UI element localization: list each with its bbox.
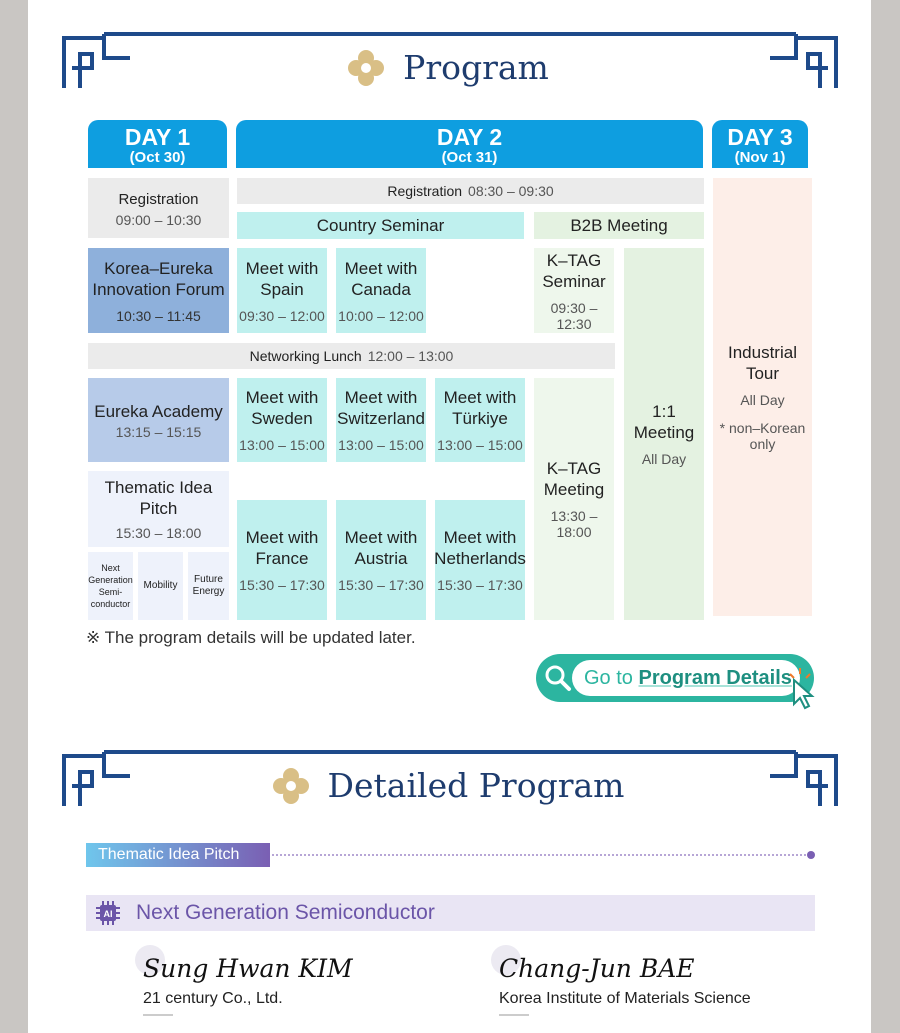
registration-day1: Registration 09:00 – 10:30	[88, 178, 229, 238]
b2b-meeting-header: B2B Meeting	[534, 212, 704, 239]
flower-icon	[272, 767, 309, 804]
decorative-frame-top	[0, 28, 900, 98]
session-spain: Meet with Spain 09:30 – 12:00	[237, 248, 327, 333]
thematic-idea-pitch: Thematic Idea Pitch 15:30 – 18:00	[88, 471, 229, 547]
program-details-button[interactable]: Go to Program Details	[536, 654, 815, 710]
speaker-avatar	[135, 945, 165, 975]
registration-day2: Registration 08:30 – 09:30	[237, 178, 704, 204]
chip-icon: AI	[96, 901, 120, 925]
tag-divider	[272, 854, 810, 856]
session-sweden: Meet with Sweden 13:00 – 15:00	[237, 378, 327, 462]
track-future-energy: Future Energy	[188, 552, 229, 620]
tag-divider-dot	[807, 851, 815, 859]
eureka-academy: Eureka Academy 13:15 – 15:15	[88, 378, 229, 462]
session-turkiye: Meet with Türkiye 13:00 – 15:00	[435, 378, 525, 462]
section-title: Next Generation Semiconductor	[136, 901, 435, 924]
forum-cell: Korea–Eureka Innovation Forum 10:30 – 11…	[88, 248, 229, 333]
track-semiconductor: Next Generation Semi-conductor	[88, 552, 133, 620]
session-canada: Meet with Canada 10:00 – 12:00	[336, 248, 426, 333]
session-france: Meet with France 15:30 – 17:30	[237, 500, 327, 620]
detailed-program-heading: Detailed Program	[0, 766, 900, 805]
detailed-program-title: Detailed Program	[323, 766, 629, 805]
day1-header: DAY 1(Oct 30)	[88, 120, 227, 168]
session-switzerland: Meet with Switzerland 13:00 – 15:00	[336, 378, 426, 462]
industrial-tour: Industrial Tour All Day * non–Korean onl…	[713, 178, 812, 616]
program-heading: Program	[0, 48, 900, 87]
session-netherlands: Meet with Netherlands 15:30 – 17:30	[434, 500, 526, 620]
speaker-divider	[143, 1014, 173, 1016]
thematic-tag: Thematic Idea Pitch	[86, 843, 270, 867]
one-to-one-meeting: 1:1 Meeting All Day	[624, 248, 704, 620]
decorative-frame-bottom	[0, 746, 900, 816]
speaker-avatar	[491, 945, 521, 975]
speaker-name: Sung Hwan KIM	[143, 954, 353, 983]
session-austria: Meet with Austria 15:30 – 17:30	[336, 500, 426, 620]
cursor-icon	[789, 668, 815, 710]
speaker-org: Korea Institute of Materials Science	[499, 990, 751, 1007]
day3-header: DAY 3(Nov 1)	[712, 120, 808, 168]
track-mobility: Mobility	[138, 552, 183, 620]
flower-icon	[348, 49, 385, 86]
program-details-label: Go to Program Details	[572, 660, 800, 696]
program-footnote: ※ The program details will be updated la…	[86, 628, 416, 647]
ktag-seminar: K–TAG Seminar 09:30 – 12:30	[534, 248, 614, 333]
speaker-org: 21 century Co., Ltd.	[143, 990, 283, 1007]
semiconductor-section-bar: AI Next Generation Semiconductor	[86, 895, 815, 931]
speaker-name: Chang-Jun BAE	[499, 954, 695, 983]
country-seminar-header: Country Seminar	[237, 212, 524, 239]
day2-header: DAY 2(Oct 31)	[236, 120, 703, 168]
program-title: Program	[399, 48, 553, 87]
svg-text:AI: AI	[104, 909, 113, 919]
networking-lunch: Networking Lunch 12:00 – 13:00	[88, 343, 615, 369]
ktag-meeting: K–TAG Meeting 13:30 – 18:00	[534, 378, 614, 620]
search-icon	[545, 665, 571, 691]
speaker-divider	[499, 1014, 529, 1016]
